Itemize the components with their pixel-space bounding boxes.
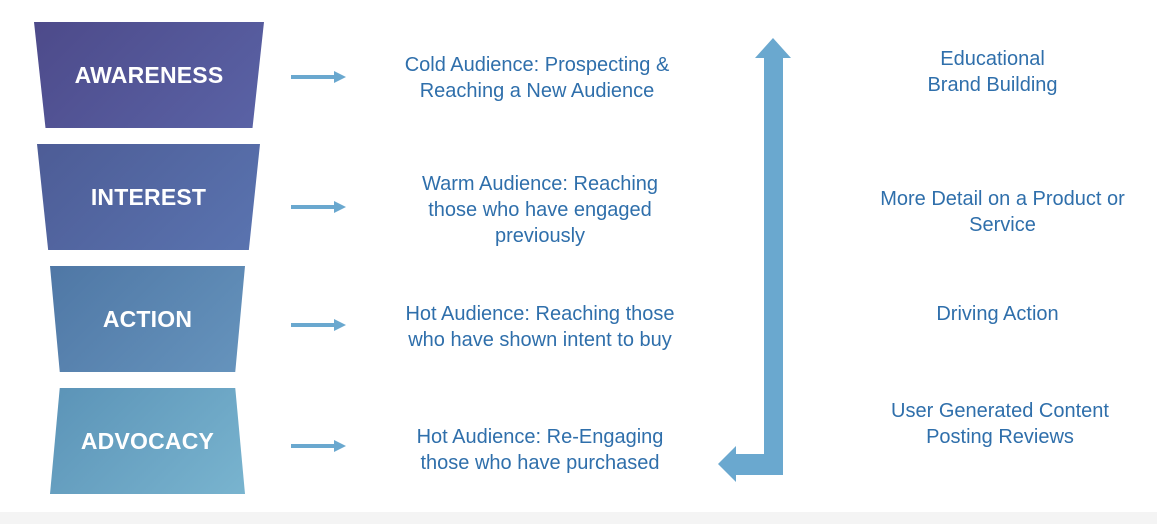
- advocacy-right-arrow-icon: [291, 440, 346, 452]
- stage-action: ACTION: [50, 266, 245, 372]
- stage-advocacy-shape: [50, 388, 245, 494]
- interest-right-arrow-icon: [291, 201, 346, 213]
- audience-awareness-text: Cold Audience: Prospecting & Reaching a …: [404, 54, 670, 102]
- content-action-text: Driving Action: [936, 303, 1059, 325]
- awareness-right-arrow-icon: [291, 71, 346, 83]
- stage-interest-label: INTEREST: [90, 183, 207, 210]
- up-return-arrow-icon: [718, 38, 791, 482]
- content-advocacy-text: User Generated Content Posting Reviews: [891, 400, 1109, 448]
- stage-awareness-label: AWARENESS: [74, 61, 224, 88]
- stage-awareness-shape: [34, 22, 264, 128]
- action-right-arrow-icon: [291, 319, 346, 331]
- stage-action-label: ACTION: [102, 305, 193, 332]
- stage-action-shape: [50, 266, 245, 372]
- content-interest-text: More Detail on a Product or Service: [880, 188, 1125, 236]
- audience-action-text: Hot Audience: Reaching those who have sh…: [405, 303, 675, 351]
- audience-advocacy-text: Hot Audience: Re-Engaging those who have…: [416, 426, 664, 474]
- stage-interest: INTEREST: [37, 144, 260, 250]
- stage-advocacy-label: ADVOCACY: [80, 427, 215, 454]
- audience-interest-text: Warm Audience: Reaching those who have e…: [421, 173, 659, 247]
- stage-awareness: AWARENESS: [34, 22, 264, 128]
- stage-advocacy: ADVOCACY: [50, 388, 245, 494]
- content-awareness-text: Educational Brand Building: [927, 48, 1058, 96]
- stage-interest-shape: [37, 144, 260, 250]
- bottom-strip: [0, 512, 1157, 524]
